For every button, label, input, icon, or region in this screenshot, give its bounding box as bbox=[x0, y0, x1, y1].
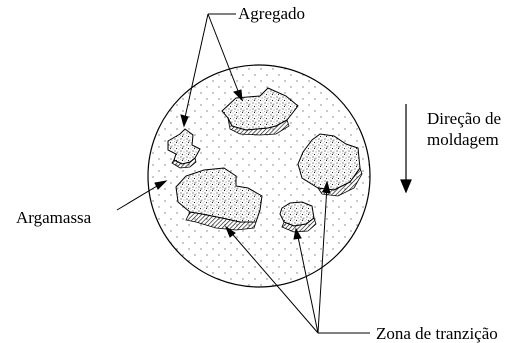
transition-zone-label: Zona de tranzição bbox=[376, 324, 498, 343]
casting-direction-label-line2: moldagem bbox=[427, 130, 499, 149]
casting-direction-arrow bbox=[401, 104, 411, 192]
casting-direction-label-line1: Direção de bbox=[427, 109, 501, 128]
mortar-label: Argamassa bbox=[16, 208, 92, 227]
aggregate-label: Agregado bbox=[238, 4, 305, 23]
aggregate-particle bbox=[280, 202, 316, 232]
